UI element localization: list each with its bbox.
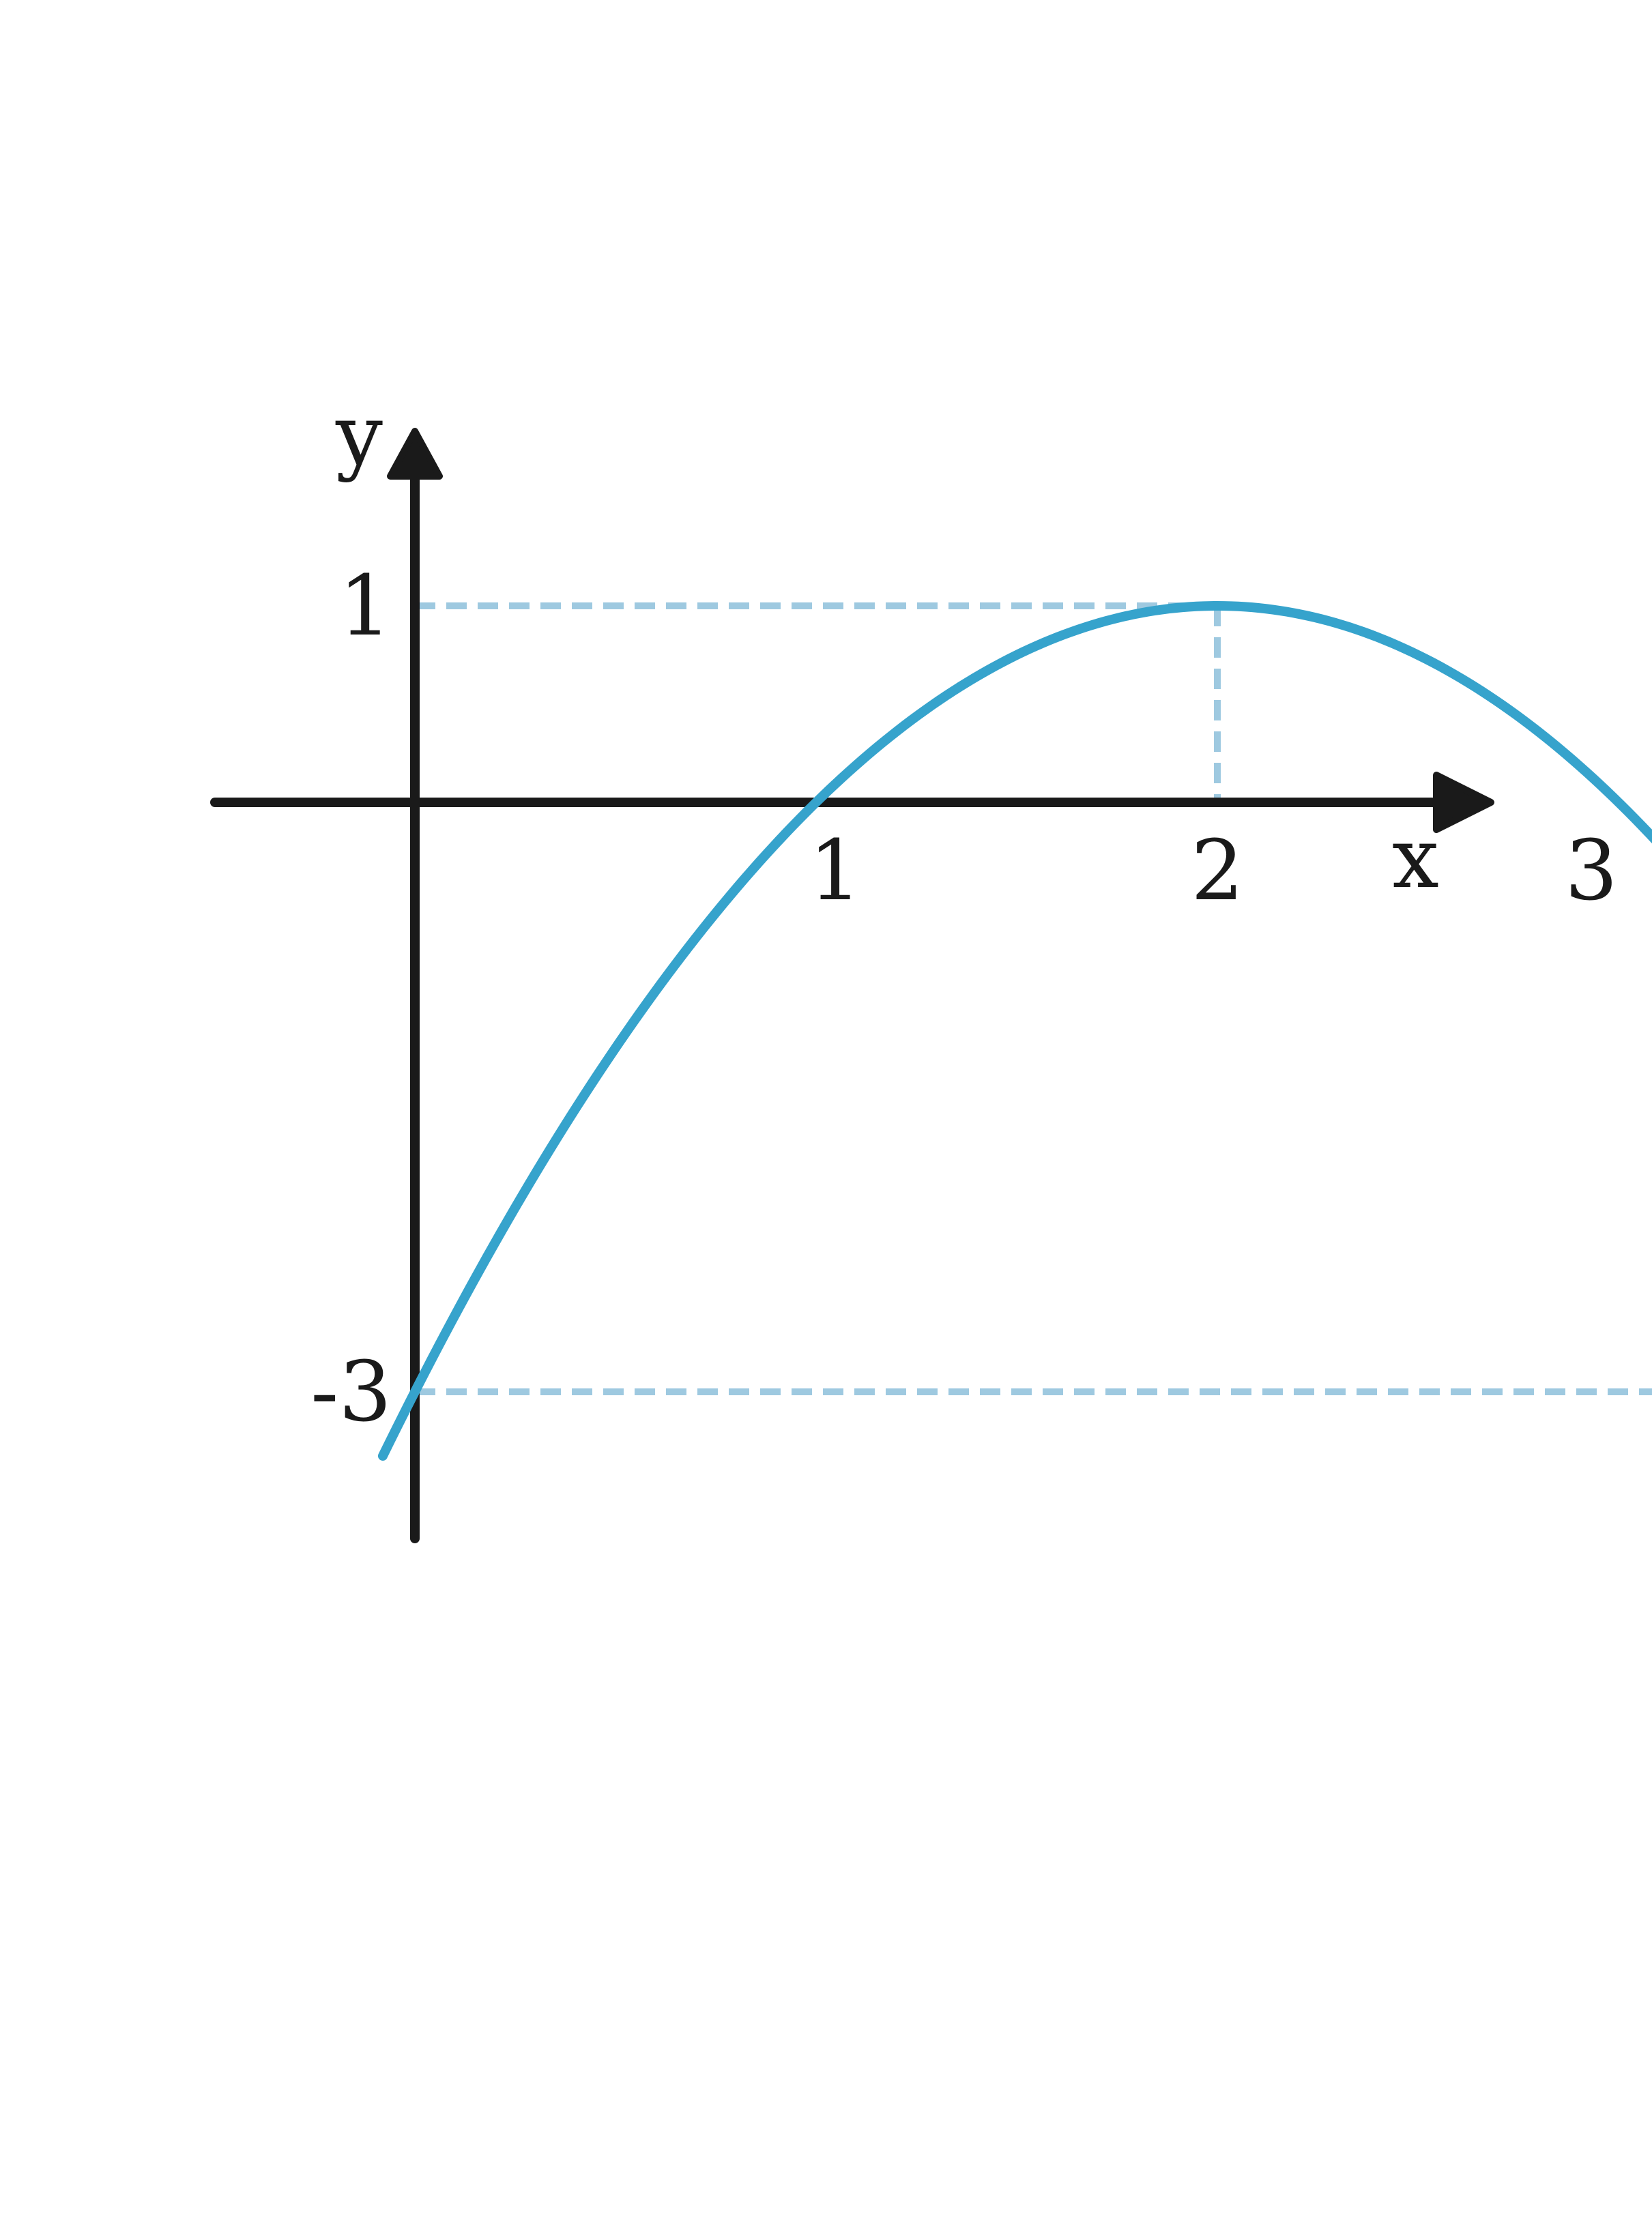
x-axis-arrowhead — [1433, 772, 1494, 833]
y-tick-labels: 1 -3 — [310, 557, 392, 1440]
y-tick-label: 1 — [338, 557, 392, 654]
y-tick-label: -3 — [310, 1343, 392, 1440]
y-axis-arrowhead — [387, 428, 443, 480]
x-tick-labels: 1234 — [809, 822, 1618, 919]
x-axis-label: x — [1392, 810, 1439, 907]
parabola-curve — [377, 601, 1652, 1461]
x-tick-label: 2 — [1191, 822, 1244, 919]
y-axis-label: y — [335, 387, 383, 484]
x-tick-label: 1 — [809, 822, 862, 919]
x-tick-label: 3 — [1565, 822, 1618, 919]
labels: y x — [335, 387, 1439, 907]
axes — [210, 428, 1494, 1543]
guide-lines — [415, 602, 1652, 1395]
